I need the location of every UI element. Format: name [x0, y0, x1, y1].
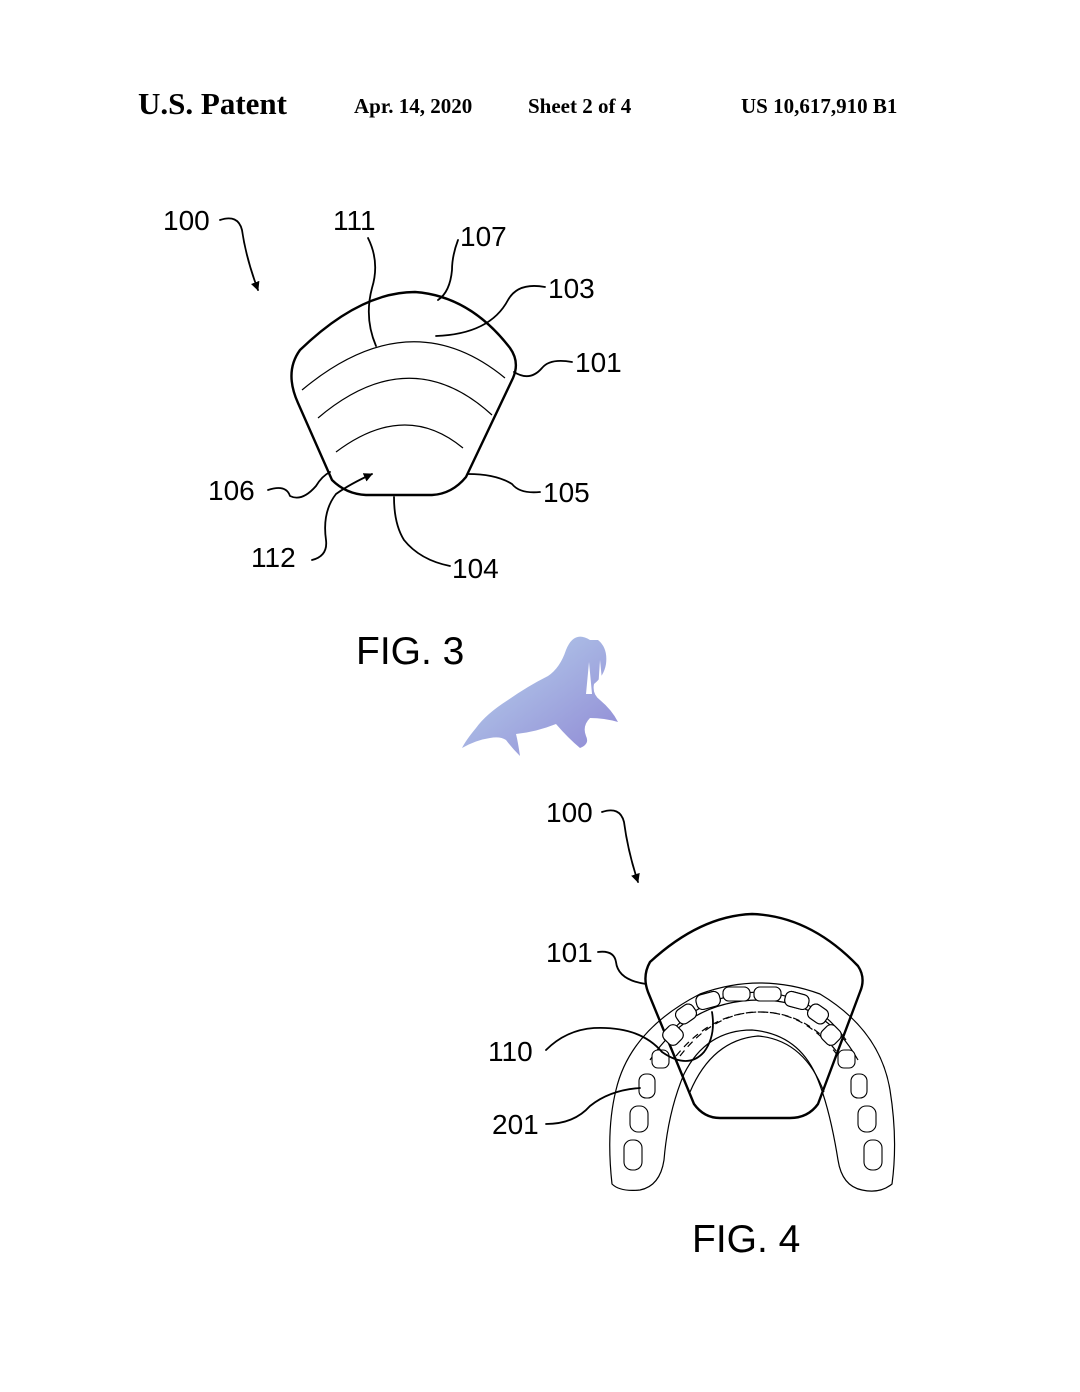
fig4-leader-101 — [597, 950, 647, 985]
fig3-outline — [290, 290, 518, 497]
fig4-label-100: 100 — [546, 797, 593, 828]
fig4-leader-110 — [545, 1011, 714, 1062]
sheet-number: Sheet 2 of 4 — [528, 94, 632, 118]
fig3-arc-3 — [335, 424, 464, 453]
fig4-teeth — [623, 986, 883, 1171]
fig3-arc-2 — [317, 377, 493, 419]
patent-title: U.S. Patent — [138, 86, 287, 121]
fig3-label-101: 101 — [575, 347, 622, 378]
fig4-label-101: 101 — [546, 937, 593, 968]
fig4-arch-outer — [609, 982, 896, 1192]
fig3-leader-104 — [393, 496, 451, 567]
fig4-leader-100 — [601, 809, 640, 883]
fig3-leader-112 — [311, 473, 373, 561]
fig3-leader-105 — [467, 473, 541, 494]
fig4-teeth-overlap — [662, 986, 842, 1046]
fig4-label-201: 201 — [492, 1109, 539, 1140]
fig3-caption: FIG. 3 — [356, 630, 464, 673]
fig3-leader-111 — [367, 237, 377, 347]
fig4-label-110: 110 — [488, 1036, 533, 1067]
fig3-leader-103 — [435, 285, 546, 337]
patent-number: US 10,617,910 B1 — [741, 94, 898, 118]
fig3-label-105: 105 — [543, 477, 590, 508]
fig4-channel-overlap — [679, 1011, 839, 1057]
figure-4: 100 101 110 201 FIG. 4 — [488, 797, 896, 1261]
fig4-guard-outline — [644, 912, 864, 1120]
fig3-leader-101 — [513, 359, 573, 378]
fig4-palate-overlap — [689, 1035, 825, 1093]
fig3-label-106: 106 — [208, 475, 255, 506]
fig3-label-100: 100 — [163, 205, 210, 236]
fig4-leader-201 — [545, 1087, 641, 1125]
patent-date: Apr. 14, 2020 — [354, 94, 473, 118]
fig3-leader-100 — [219, 217, 260, 291]
fig4-channel-dashed — [675, 1011, 841, 1057]
figure-3: 100 111 107 103 101 106 105 112 104 FIG.… — [163, 205, 622, 673]
walrus-icon — [462, 636, 618, 756]
fig3-label-107: 107 — [460, 221, 507, 252]
fig3-label-112: 112 — [251, 542, 296, 573]
fig4-caption: FIG. 4 — [692, 1218, 800, 1261]
fig3-leader-107 — [437, 239, 459, 301]
fig3-label-103: 103 — [548, 273, 595, 304]
fig3-leader-106 — [267, 471, 331, 499]
fig3-arc-1 — [301, 341, 506, 391]
fig3-label-104: 104 — [452, 553, 499, 584]
fig3-label-111: 111 — [333, 205, 376, 236]
